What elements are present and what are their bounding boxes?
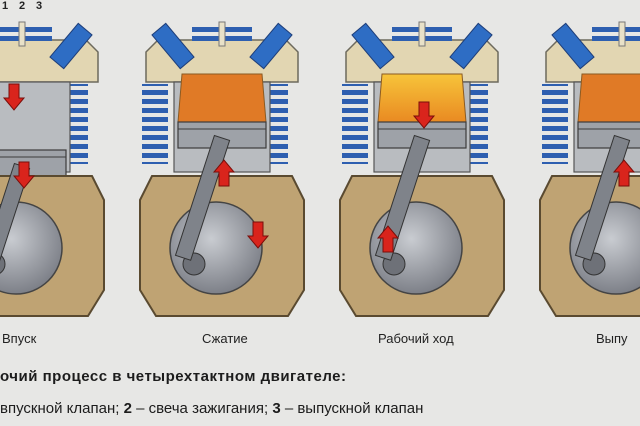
- piston-down-arrow: [12, 161, 36, 189]
- left-fins: [342, 84, 368, 164]
- spark-plug: [18, 21, 26, 47]
- crank-pin: [0, 254, 6, 274]
- head-fins: [0, 26, 52, 42]
- legend-num-3: 3: [272, 400, 281, 417]
- stroke-label-exhaust: Выпу: [596, 331, 628, 346]
- connecting-rod: [174, 134, 231, 261]
- piston-up-arrow: [612, 159, 636, 187]
- caption-title: очий процесс в четырехтактном двигателе:: [0, 368, 347, 385]
- intake-valve-spring: [351, 22, 395, 70]
- left-fins: [142, 84, 168, 164]
- intake-flow-arrow: [2, 83, 26, 111]
- stroke-label-intake: Впуск: [2, 331, 37, 346]
- piston-up-arrow: [212, 159, 236, 187]
- spark-plug: [418, 21, 426, 47]
- left-fins: [542, 84, 568, 164]
- callout-1: 1: [2, 0, 9, 12]
- engine-power: [339, 21, 505, 317]
- callout-3: 3: [36, 0, 43, 12]
- legend-text-2: – свеча зажигания;: [131, 400, 273, 417]
- cylinder-head: [0, 39, 99, 83]
- caption-legend: впускной клапан; 2 – свеча зажигания; 3 …: [0, 400, 423, 417]
- engine-exhaust: [539, 21, 640, 317]
- exhaust-valve-spring: [49, 22, 93, 70]
- head-fins: [592, 26, 640, 42]
- intake-valve-spring: [551, 22, 595, 70]
- spark-plug: [618, 21, 626, 47]
- crank-rotation-arrow: [246, 221, 270, 249]
- stroke-label-compression: Сжатие: [202, 331, 248, 346]
- legend-num-2: 2: [123, 400, 132, 417]
- exhaust-valve-spring: [449, 22, 493, 70]
- legend-text-1: впускной клапан;: [0, 400, 124, 417]
- piston: [577, 121, 640, 149]
- stroke-label-power: Рабочий ход: [378, 331, 454, 346]
- intake-valve-spring: [151, 22, 195, 70]
- engine-intake: [0, 21, 105, 317]
- spark-plug: [218, 21, 226, 47]
- combustion-chamber: [577, 73, 640, 123]
- piston-down-arrow: [412, 101, 436, 129]
- engine-compression: [139, 21, 305, 317]
- connecting-rod: [574, 134, 631, 261]
- callout-2: 2: [19, 0, 26, 12]
- exhaust-valve-spring: [249, 22, 293, 70]
- legend-text-3: – выпускной клапан: [280, 400, 424, 417]
- piston: [0, 149, 67, 177]
- combustion-chamber: [177, 73, 267, 123]
- crank-rotation-arrow: [376, 225, 400, 253]
